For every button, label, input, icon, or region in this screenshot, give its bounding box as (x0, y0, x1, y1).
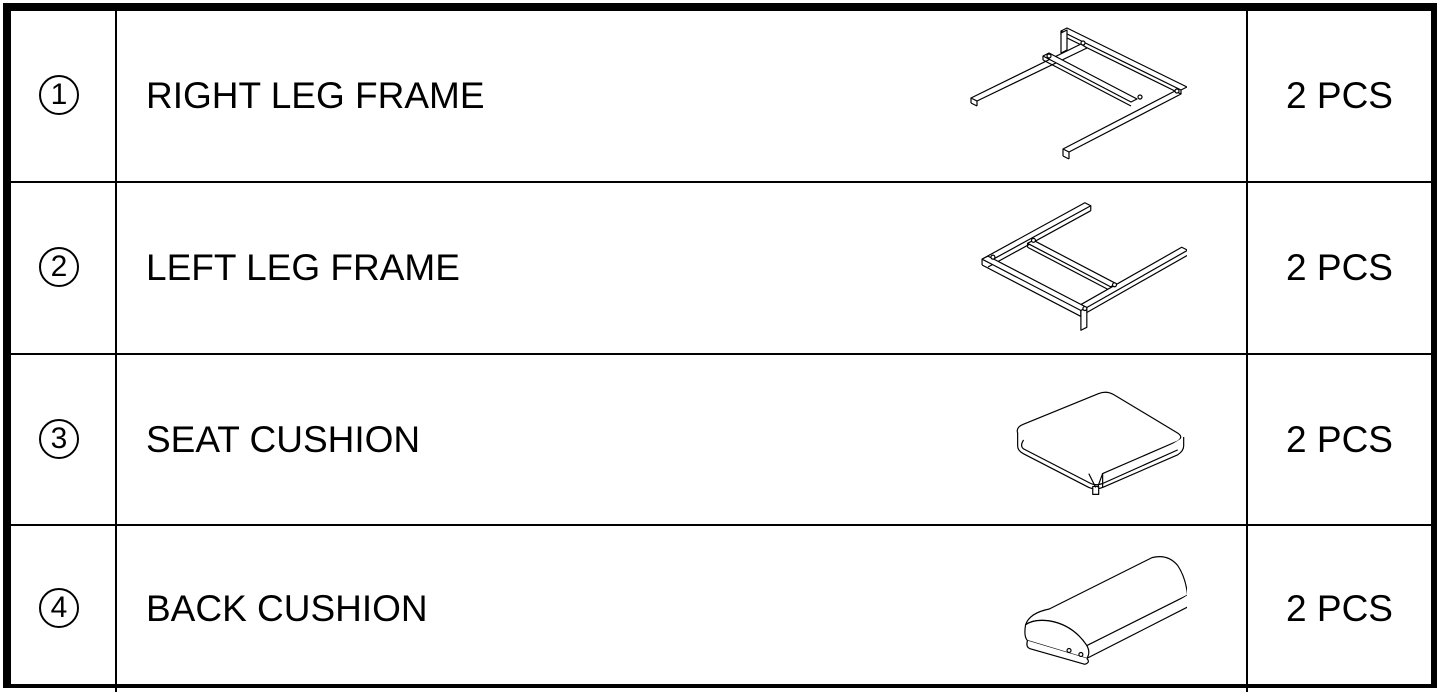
left-leg-frame-icon (957, 183, 1187, 353)
part-name-cell: SEAT CUSHION (117, 355, 1248, 524)
part-number-cell: 1 (11, 11, 117, 181)
table-row: 3 SEAT CUSHION (11, 353, 1431, 524)
part-number-cell: 4 (11, 526, 117, 692)
part-name: LEFT LEG FRAME (146, 247, 460, 288)
part-name: SEAT CUSHION (146, 418, 421, 460)
part-name: RIGHT LEG FRAME (146, 75, 485, 116)
quantity-cell: 2 PCS (1248, 183, 1431, 353)
parts-list-table: 1 RIGHT LEG FRAME (3, 3, 1437, 692)
part-number-cell: 3 (11, 355, 117, 524)
part-number-badge: 1 (39, 75, 79, 115)
part-name-cell: LEFT LEG FRAME (117, 183, 1248, 353)
quantity-cell: 2 PCS (1248, 526, 1431, 692)
part-number-badge: 2 (39, 247, 79, 287)
table-row: 4 BACK CUSHION 2 PCS (11, 524, 1431, 692)
part-number-cell: 2 (11, 183, 117, 353)
part-name-cell: RIGHT LEG FRAME (117, 11, 1248, 181)
part-quantity: 2 PCS (1286, 588, 1393, 629)
quantity-cell: 2 PCS (1248, 355, 1431, 524)
quantity-cell: 2 PCS (1248, 11, 1431, 181)
back-cushion-icon (957, 526, 1187, 692)
table-row: 1 RIGHT LEG FRAME (11, 11, 1431, 181)
seat-cushion-icon (957, 355, 1187, 524)
part-number-badge: 4 (39, 588, 79, 628)
part-number-badge: 3 (39, 418, 79, 459)
part-name: BACK CUSHION (146, 588, 428, 629)
table-row: 2 LEFT LEG FRAME (11, 181, 1431, 353)
part-name-cell: BACK CUSHION (117, 526, 1248, 692)
part-quantity: 2 PCS (1286, 418, 1393, 460)
right-leg-frame-icon (957, 11, 1187, 181)
part-quantity: 2 PCS (1286, 247, 1393, 288)
part-quantity: 2 PCS (1286, 75, 1393, 116)
